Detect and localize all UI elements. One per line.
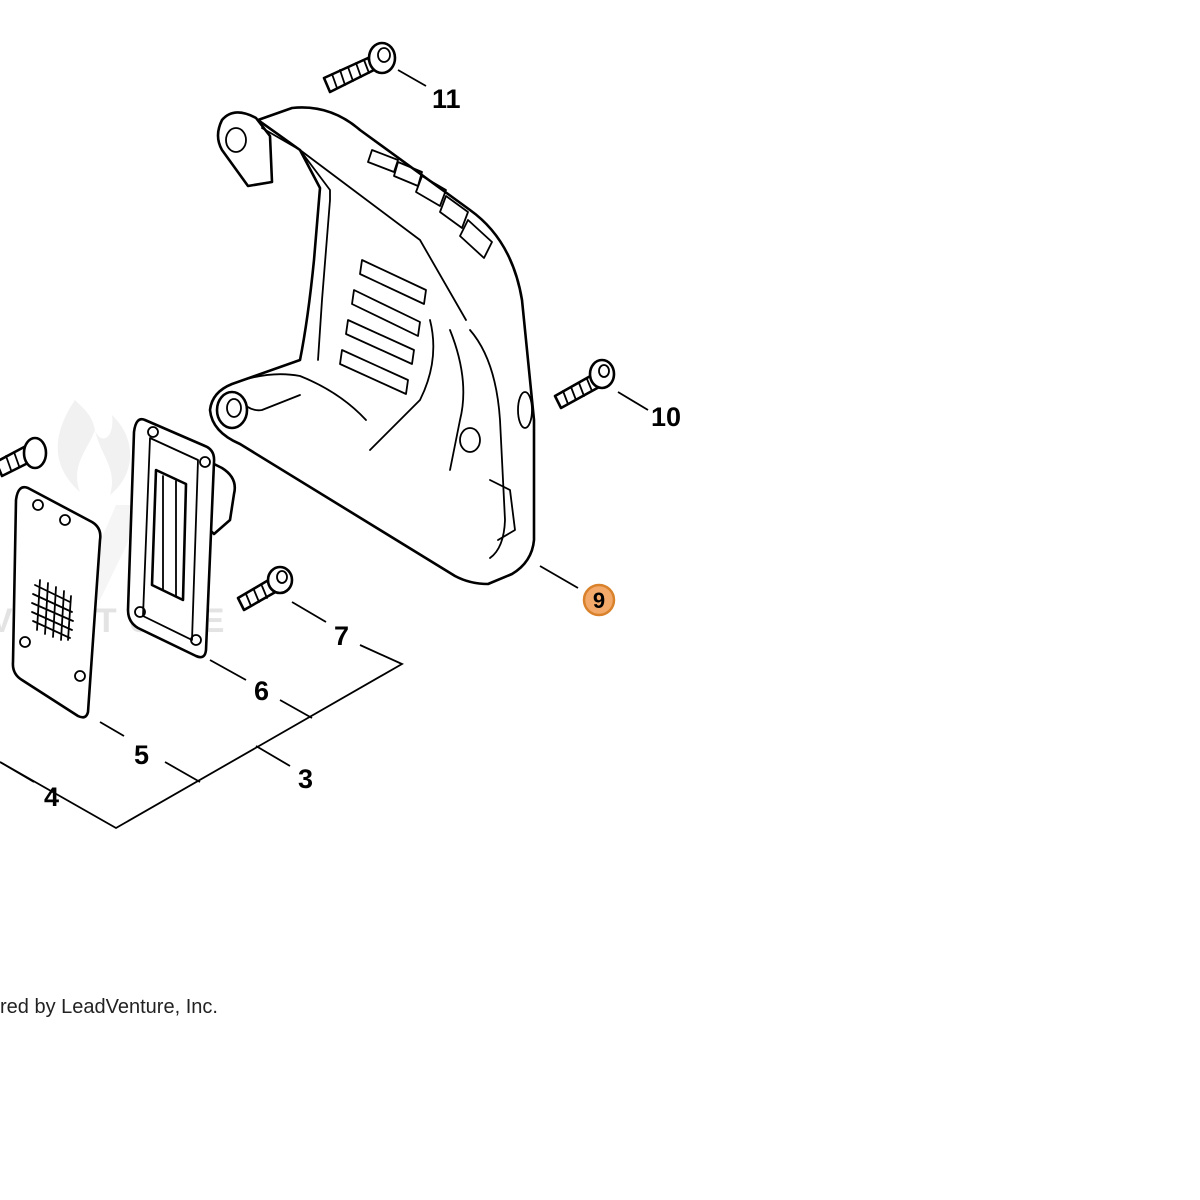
- callout-labels: 11 10 9 7 6 5 4 3: [44, 84, 681, 812]
- gasket-5: [11, 485, 102, 719]
- callout-3[interactable]: 3: [298, 764, 313, 794]
- callout-6[interactable]: 6: [254, 676, 269, 706]
- gasket-mesh: [31, 579, 74, 641]
- callout-5[interactable]: 5: [134, 740, 149, 770]
- top-vents: [367, 149, 493, 259]
- screw-7: [236, 565, 294, 612]
- callout-leaders: [0, 69, 649, 830]
- callout-7[interactable]: 7: [334, 621, 349, 651]
- screw-10: [553, 358, 616, 410]
- leader-5a: [99, 721, 125, 737]
- callout-9-highlight[interactable]: 9: [582, 583, 616, 617]
- highlight-circle: [582, 583, 616, 617]
- copyright-footer: red by LeadVenture, Inc.: [0, 996, 218, 1018]
- callout-4[interactable]: 4: [44, 782, 59, 812]
- side-vents: [339, 259, 427, 395]
- callout-9[interactable]: 9: [593, 588, 605, 613]
- housing-cover-9: [208, 106, 536, 586]
- leader-6b: [279, 699, 313, 719]
- leader-10: [617, 391, 649, 411]
- callout-10[interactable]: 10: [651, 402, 681, 432]
- screw-partial-left: [0, 436, 48, 478]
- leader-4a: [0, 761, 35, 783]
- leader-3: [255, 745, 291, 767]
- leader-7: [291, 601, 327, 623]
- leader-6a: [209, 659, 247, 681]
- callout-11[interactable]: 11: [432, 84, 461, 114]
- screw-11: [322, 41, 397, 94]
- leader-bracket-3: [0, 644, 404, 830]
- flange-6: [126, 417, 237, 659]
- leader-11: [397, 69, 427, 87]
- leader-9: [539, 565, 579, 589]
- leader-5b: [164, 761, 201, 783]
